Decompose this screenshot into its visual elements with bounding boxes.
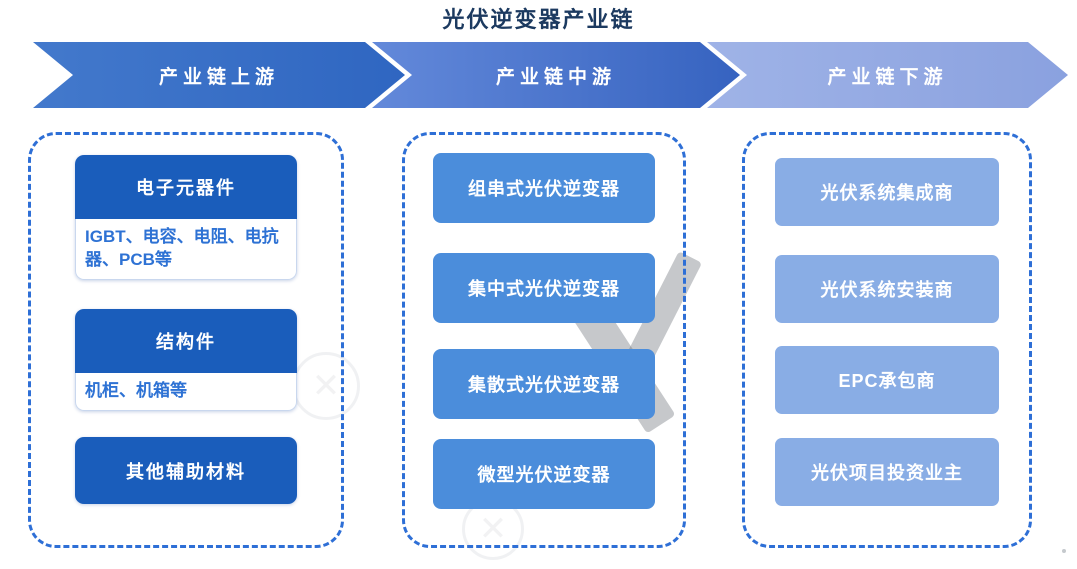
- page-title: 光伏逆变器产业链: [442, 7, 635, 33]
- card-other-auxiliary-materials: 其他辅助材料: [75, 437, 297, 504]
- card-structural-parts: 结构件 机柜、机箱等: [75, 309, 297, 411]
- midstream-panel: 组串式光伏逆变器 集中式光伏逆变器 集散式光伏逆变器 微型光伏逆变器: [402, 132, 686, 548]
- stage-arrow-downstream: 产业链下游: [707, 42, 1068, 108]
- downstream-item-system-integrator: 光伏系统集成商: [775, 158, 999, 226]
- midstream-item-central-inverter: 集中式光伏逆变器: [433, 253, 655, 323]
- card-electronic-components-title: 电子元器件: [75, 155, 297, 219]
- midstream-item-distributed-inverter: 集散式光伏逆变器: [433, 349, 655, 419]
- stage-arrow-midstream-label: 产业链中游: [495, 66, 616, 88]
- stage-arrow-downstream-label: 产业链下游: [827, 66, 948, 88]
- upstream-panel: 电子元器件 IGBT、电容、电阻、电抗器、PCB等 结构件 机柜、机箱等 其他辅…: [28, 132, 344, 548]
- stray-dot: [1062, 549, 1066, 553]
- downstream-item-project-investor: 光伏项目投资业主: [775, 438, 999, 506]
- stage-arrow-upstream: 产业链上游: [33, 42, 405, 108]
- card-structural-parts-title: 结构件: [75, 309, 297, 373]
- stage-arrow-upstream-label: 产业链上游: [158, 66, 279, 88]
- card-electronic-components: 电子元器件 IGBT、电容、电阻、电抗器、PCB等: [75, 155, 297, 280]
- midstream-item-micro-inverter: 微型光伏逆变器: [433, 439, 655, 509]
- downstream-item-epc-contractor: EPC承包商: [775, 346, 999, 414]
- stage-arrow-midstream: 产业链中游: [372, 42, 740, 108]
- downstream-item-system-installer: 光伏系统安装商: [775, 255, 999, 323]
- midstream-item-string-inverter: 组串式光伏逆变器: [433, 153, 655, 223]
- card-electronic-components-detail: IGBT、电容、电阻、电抗器、PCB等: [75, 219, 297, 280]
- card-structural-parts-detail: 机柜、机箱等: [75, 373, 297, 411]
- downstream-panel: 光伏系统集成商 光伏系统安装商 EPC承包商 光伏项目投资业主: [742, 132, 1032, 548]
